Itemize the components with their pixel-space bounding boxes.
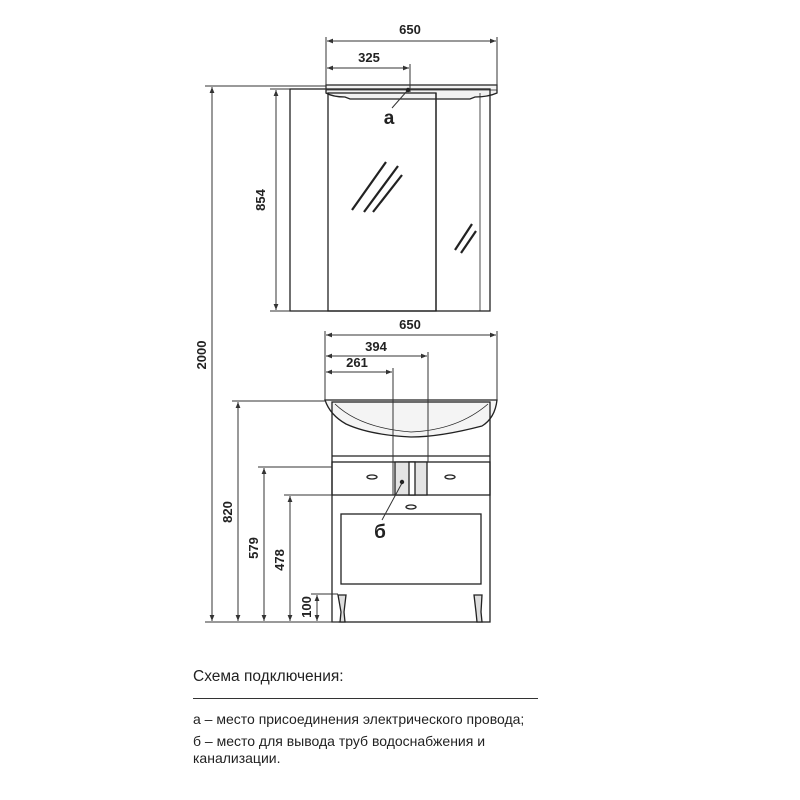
label-650-top: 650 — [399, 22, 421, 37]
drawer-left-handle — [366, 474, 378, 480]
mirror-top-lamp — [325, 84, 498, 100]
mirror-reflection-left — [351, 161, 403, 213]
vanity-body — [331, 401, 491, 623]
point-b — [399, 479, 405, 485]
vanity-unit — [324, 399, 498, 623]
label-478: 478 — [272, 549, 287, 571]
label-100: 100 — [299, 596, 314, 618]
leg-left — [337, 594, 347, 623]
leader-a — [391, 90, 408, 109]
label-854: 854 — [253, 188, 268, 210]
drawer-right-handle — [444, 474, 456, 480]
point-a — [405, 87, 411, 93]
label-261: 261 — [346, 355, 368, 370]
washbasin-inner — [334, 403, 489, 433]
marker-b: б — [374, 522, 386, 543]
leader-b — [381, 482, 403, 521]
leg-right — [473, 594, 483, 623]
label-650-vanity: 650 — [399, 317, 421, 332]
label-820: 820 — [220, 501, 235, 523]
mirror-reflection-right — [454, 223, 477, 254]
washbasin — [324, 399, 498, 438]
legend-item-a: а – место присоединения электрического п… — [193, 711, 525, 727]
pipe-opening-gap — [408, 461, 416, 496]
vanity-dimensions — [324, 331, 498, 521]
connection-legend: Схема подключения: а – место присоединен… — [193, 668, 553, 772]
label-325: 325 — [358, 50, 380, 65]
mirror-dimensions — [270, 37, 498, 312]
marker-a: а — [384, 108, 395, 129]
label-394: 394 — [365, 339, 387, 354]
label-2000: 2000 — [194, 341, 209, 370]
legend-title: Схема подключения: — [193, 668, 344, 685]
height-dimensions — [205, 85, 338, 623]
label-579: 579 — [246, 537, 261, 559]
lower-door — [340, 513, 482, 585]
door-handle — [405, 504, 417, 510]
legend-item-b: б – место для вывода труб водоснабжения … — [193, 733, 486, 766]
legend-divider — [193, 698, 538, 699]
mirror-cabinet — [289, 84, 498, 312]
